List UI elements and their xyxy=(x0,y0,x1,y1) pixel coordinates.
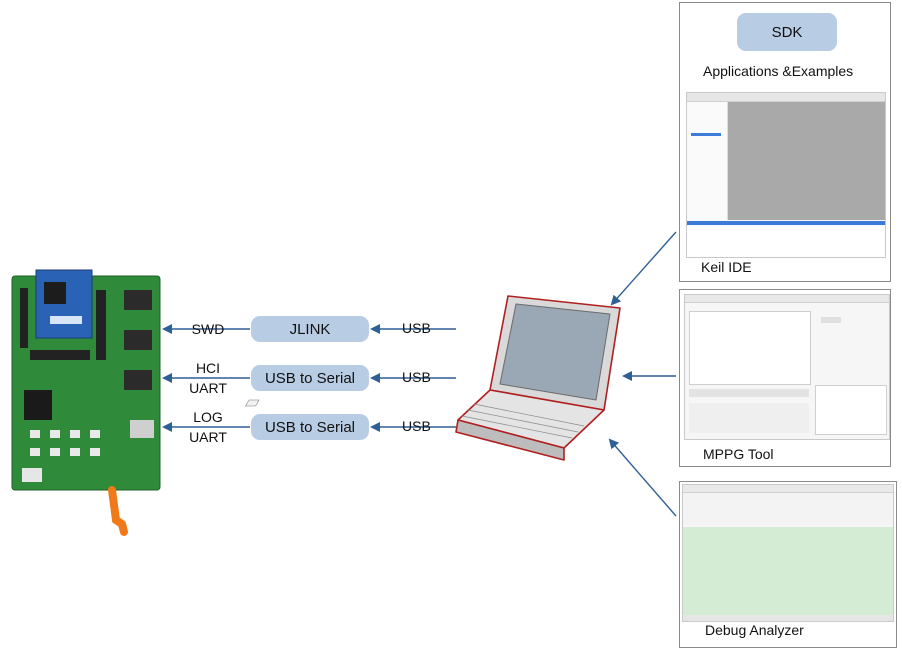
interface-log-line-2: UART xyxy=(189,429,227,445)
adapter-usb-serial-hci: USB to Serial xyxy=(251,365,369,391)
interface-label-hci-uart: HCI UART xyxy=(180,358,236,398)
keil-caption: Keil IDE xyxy=(701,259,752,275)
keil-to-laptop-arrow xyxy=(610,231,677,306)
usb-label-1: USB xyxy=(402,320,431,336)
keil-screenshot xyxy=(686,92,886,258)
interface-swd-line: SWD xyxy=(191,321,225,337)
usb-label-3: USB xyxy=(402,418,431,434)
interface-label-swd: SWD xyxy=(184,319,232,339)
mppg-screenshot xyxy=(684,294,890,440)
usb-label-2: USB xyxy=(402,369,431,385)
debug-caption: Debug Analyzer xyxy=(705,622,804,638)
adapter-usb-serial-log: USB to Serial xyxy=(251,414,369,440)
sdk-caption: Applications &Examples xyxy=(703,63,854,79)
debug-to-laptop-arrow xyxy=(608,438,677,517)
adapter-jlink: JLINK xyxy=(251,316,369,342)
interface-hci-line-2: UART xyxy=(189,380,227,396)
interface-log-line-1: LOG xyxy=(193,409,223,425)
interface-hci-line-1: HCI xyxy=(195,360,221,376)
sdk-box: SDK xyxy=(737,13,837,51)
mppg-caption: MPPG Tool xyxy=(703,446,774,462)
debug-screenshot xyxy=(682,484,894,622)
interface-label-log-uart: LOG UART xyxy=(180,407,236,447)
